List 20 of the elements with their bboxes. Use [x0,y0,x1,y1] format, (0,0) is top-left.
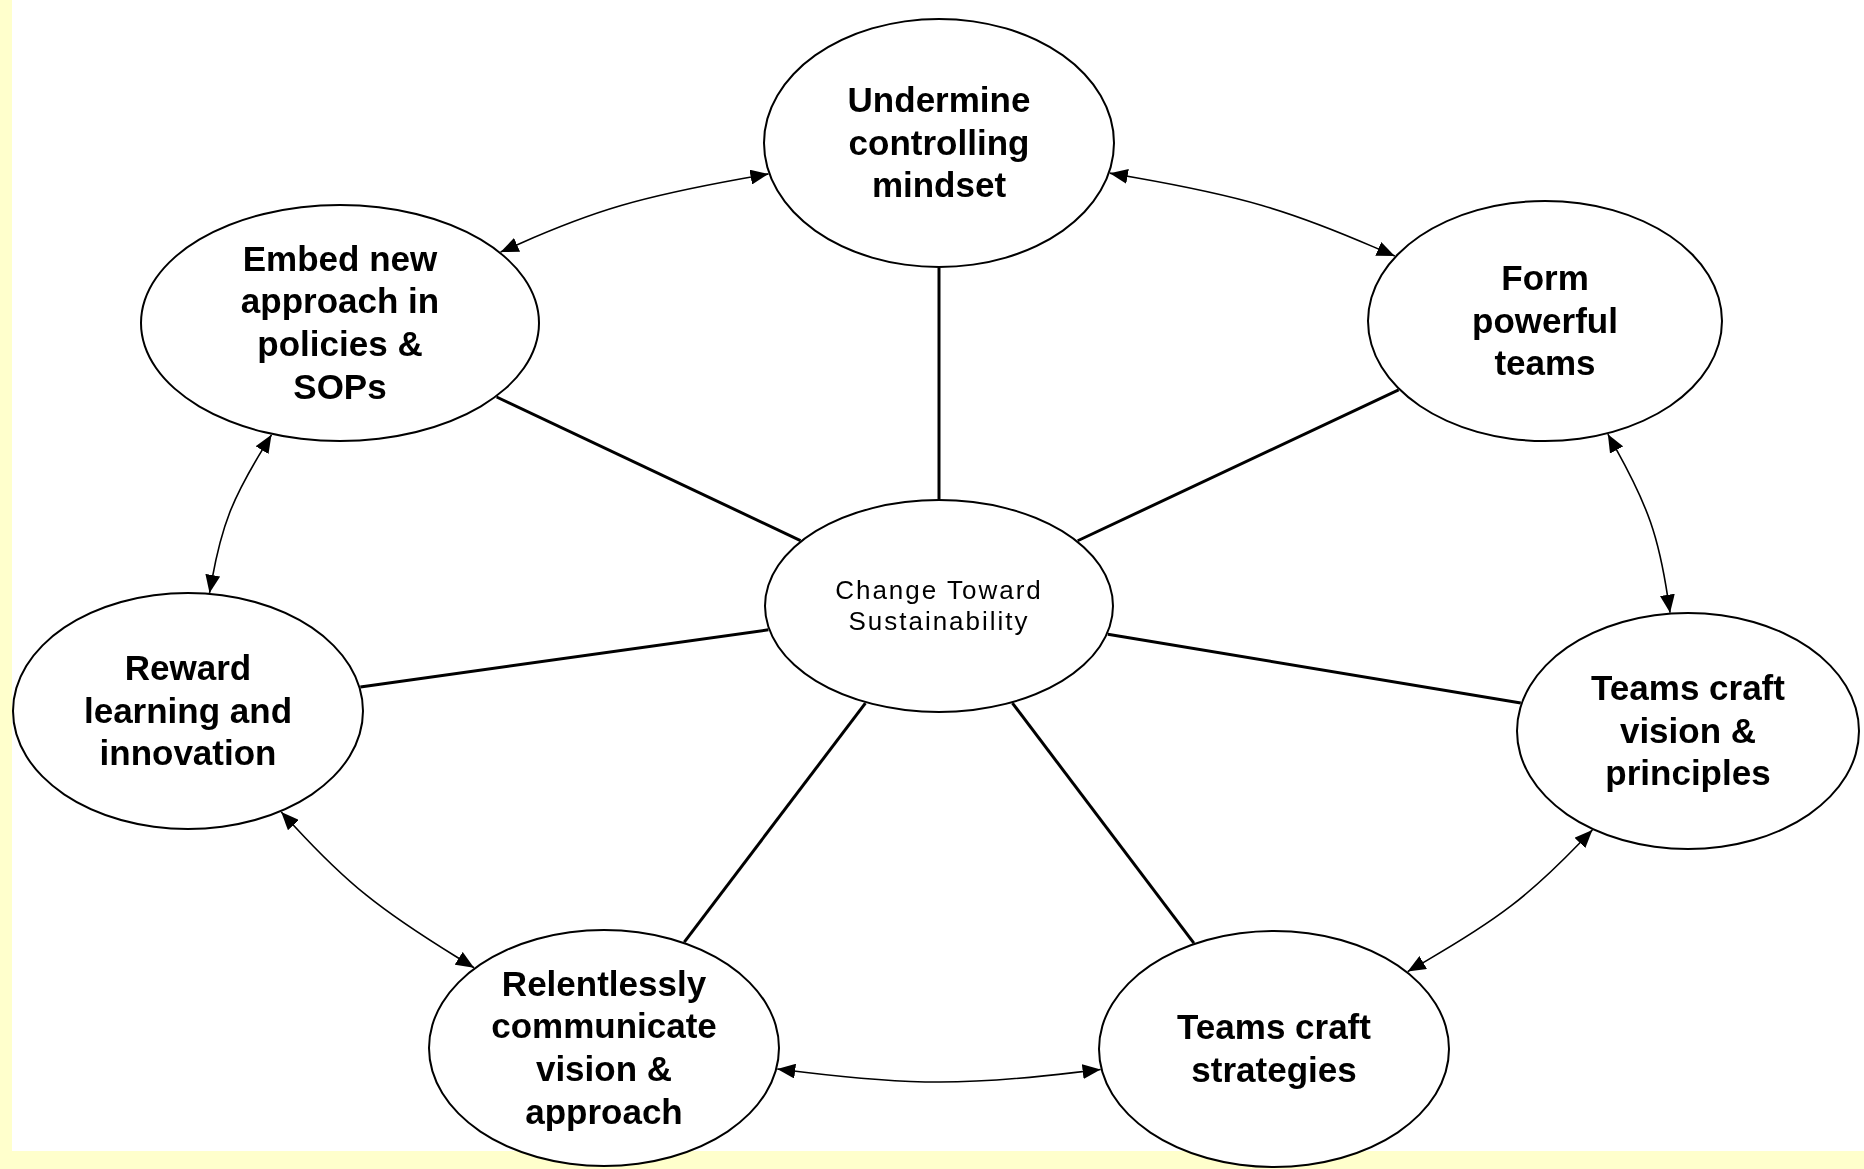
node-label: Change Toward Sustainability [834,574,1044,638]
node-label: Embed new approach in policies & SOPs [239,237,441,408]
node-label: Undermine controlling mindset [846,78,1032,207]
node-label: Teams craft strategies [1176,1006,1372,1091]
connector-line [683,702,867,943]
node-label: Teams craft vision & principles [1590,666,1786,795]
node-label: Reward learning and innovation [82,646,294,775]
connector-line [1077,388,1400,543]
double-arrow [1109,168,1396,257]
node-label: Relentlessly communicate vision & approach [490,962,718,1133]
connector-line [496,395,802,542]
double-arrow [1607,433,1675,614]
double-arrow [776,1063,1102,1083]
double-arrow [1406,829,1594,973]
node-label: Form powerful teams [1471,256,1619,385]
double-arrow [280,811,475,969]
connector-line [937,268,941,499]
double-arrow [205,434,273,594]
connector-line [1011,702,1196,944]
connector-line [360,628,769,689]
